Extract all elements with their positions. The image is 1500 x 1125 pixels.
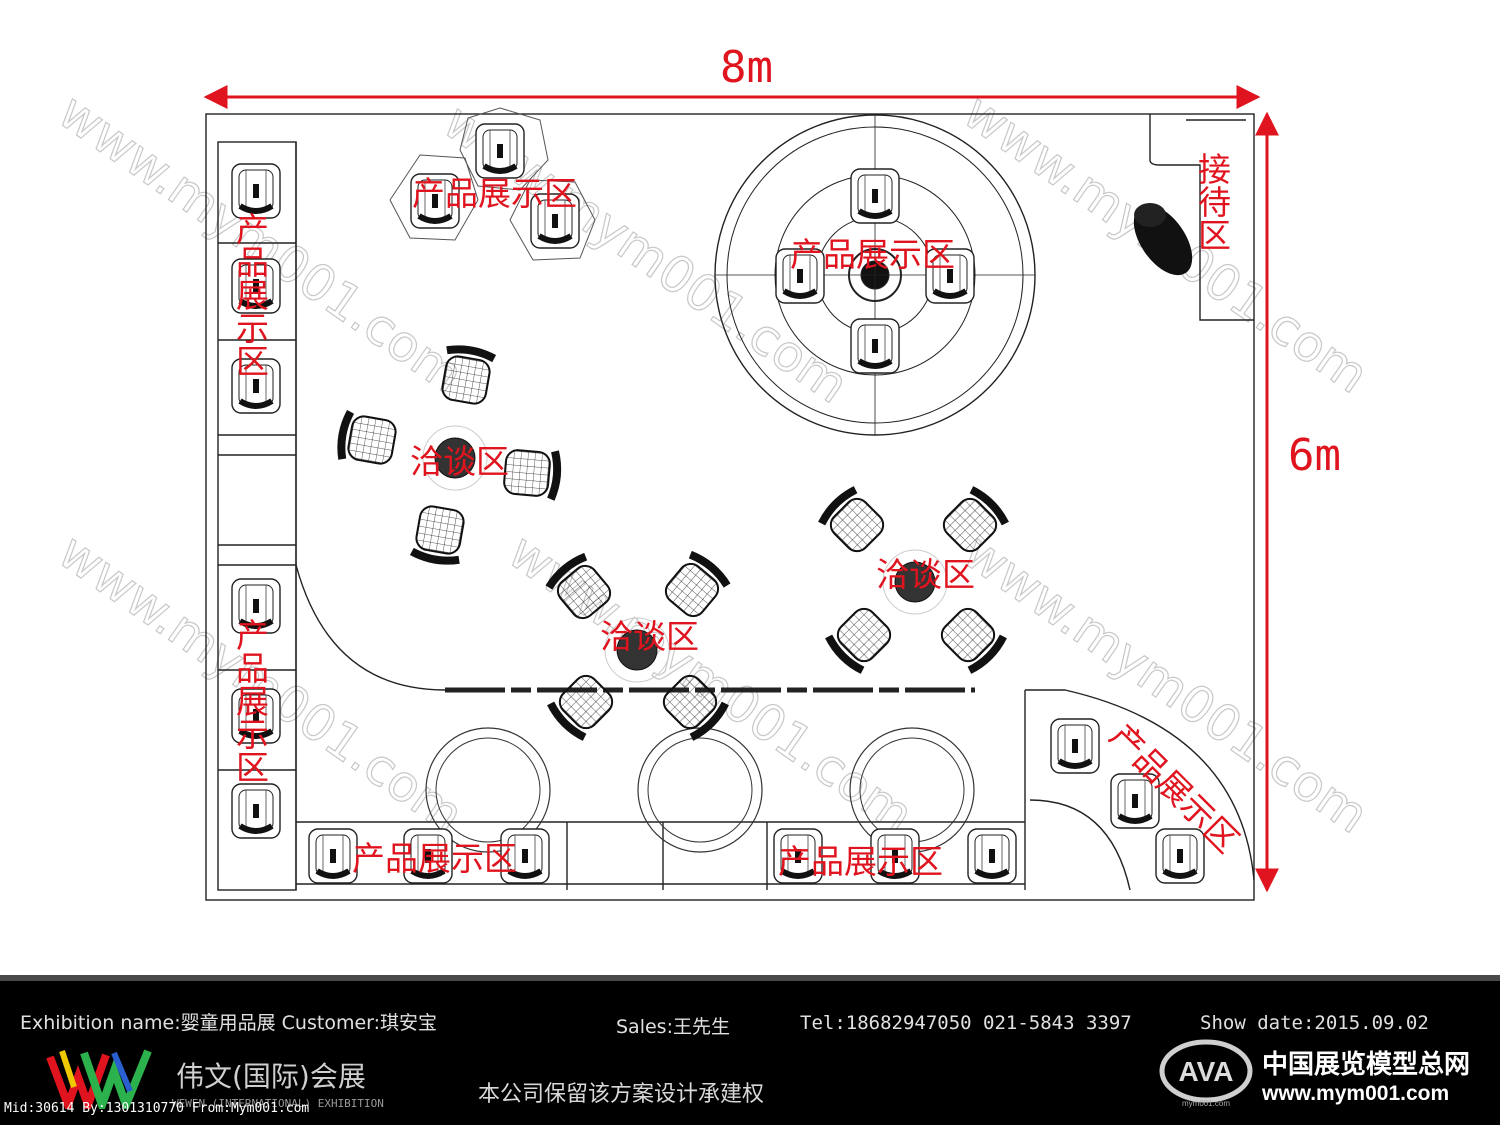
show-date: Show date:2015.09.02 (1200, 1012, 1429, 1034)
wewen-logo-icon (46, 1049, 152, 1109)
zone-label-negotiation-center: 洽谈区 (600, 617, 699, 656)
zone-label-negotiation-right: 洽谈区 (876, 555, 975, 594)
zone-label-round-display: 产品展示区 (790, 235, 955, 274)
zone-label-reception: 接待区 (1193, 152, 1232, 251)
project-meta: Mid:30614 By:1301310770 From:Mym001.com (4, 1101, 310, 1116)
reception-stroller (1133, 203, 1193, 276)
site-url: www.mym001.com (1262, 1082, 1450, 1105)
zone-label-negotiation-left: 洽谈区 (410, 442, 509, 481)
site-name: 中国展览模型总网 (1262, 1050, 1471, 1080)
ava-logo-text: AVA (1179, 1056, 1234, 1087)
zone-label-bottom-center-display: 产品展示区 (778, 842, 943, 881)
company-name-en: WEWEN (INTERNATIONAL) EXHIBITION (172, 1097, 384, 1110)
round-display-platform (714, 114, 1036, 436)
company-name-cn: 伟文(国际)会展 (176, 1060, 366, 1093)
zone-label-bottom-left-display: 产品展示区 (352, 839, 517, 878)
sales-contact: Sales:王先生 (616, 1016, 730, 1038)
booth-outline (205, 113, 1255, 901)
info-footer (0, 975, 1500, 1125)
height-dimension-label: 6m (1288, 430, 1341, 481)
rights-notice: 本公司保留该方案设计承建权 (478, 1082, 765, 1107)
booth-floor-plan: www.mym001.com www.mym001.com www.mym001… (48, 42, 1379, 901)
ava-logo-subtext: mym001.com (1182, 1099, 1230, 1108)
hexagon-display (389, 107, 596, 261)
telephone: Tel:18682947050 021-5843 3397 (800, 1012, 1132, 1034)
footer-divider (0, 975, 1500, 981)
zone-label-top-left-display: 产品展示区 (412, 174, 577, 213)
zone-label-left-wall-upper: 产品展示区 (231, 212, 270, 377)
ava-logo-icon: AVA mym001.com (1159, 1039, 1253, 1108)
width-dimension-label: 8m (720, 42, 773, 93)
zone-label-left-wall-lower: 产品展示区 (231, 618, 270, 783)
exhibition-info: Exhibition name:婴童用品展 Customer:琪安宝 (20, 1012, 438, 1034)
